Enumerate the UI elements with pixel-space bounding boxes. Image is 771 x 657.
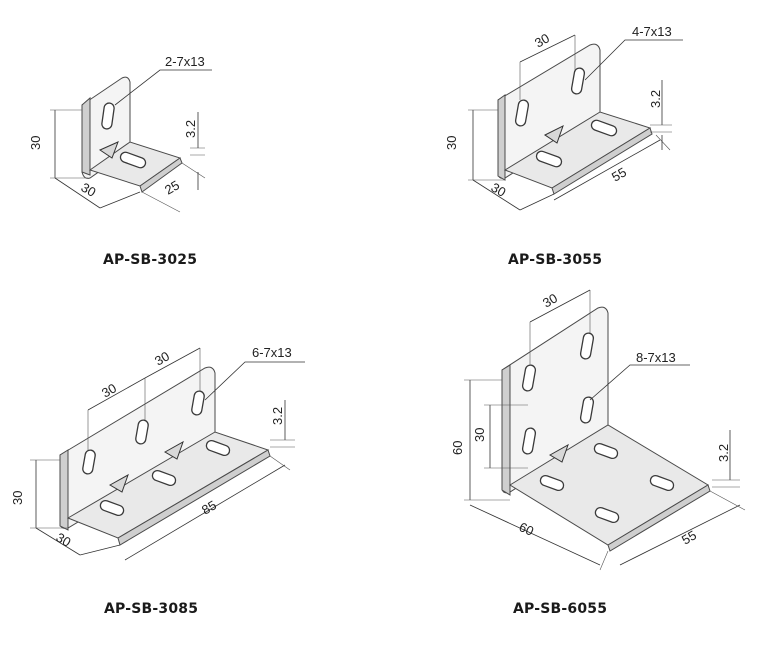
hole-callout: 4-7x13 <box>632 24 672 39</box>
rib-icon <box>163 440 184 460</box>
hole-callout: 6-7x13 <box>252 345 292 360</box>
bracket-drawing-ap-sb-3025: 30 30 25 3.2 2-7x13 <box>28 54 212 213</box>
part-number-caption: AP-SB-3055 <box>508 252 603 268</box>
hole-callout: 8-7x13 <box>636 350 676 365</box>
slot-hole-icon <box>535 150 563 168</box>
slot-hole-icon <box>101 102 115 130</box>
thickness-label: 3.2 <box>716 444 731 462</box>
hole-callout: 2-7x13 <box>165 54 205 69</box>
hole-pitch-horizontal-label: 30 <box>540 290 560 310</box>
thickness-label: 3.2 <box>648 90 663 108</box>
slot-hole-icon <box>590 119 618 137</box>
width-label: 60 <box>517 519 536 539</box>
slot-hole-icon <box>521 427 537 455</box>
slot-hole-icon <box>579 332 595 360</box>
slot-hole-icon <box>82 449 96 475</box>
depth-label: 25 <box>162 177 182 197</box>
slot-hole-icon <box>135 419 149 445</box>
width-label: 30 <box>79 180 99 200</box>
slot-hole-icon <box>594 506 620 524</box>
slot-hole-icon <box>514 99 530 127</box>
depth-label: 85 <box>199 497 219 517</box>
bracket-drawing-ap-sb-3085: 30 30 85 3.2 30 30 6-7x13 <box>10 345 305 561</box>
slot-hole-icon <box>593 442 619 460</box>
thickness-label: 3.2 <box>270 407 285 425</box>
height-label: 30 <box>28 136 43 150</box>
hole-pitch-label: 30 <box>532 30 552 50</box>
part-number-caption: AP-SB-6055 <box>513 601 608 617</box>
thickness-label: 3.2 <box>183 120 198 138</box>
part-number-caption: AP-SB-3025 <box>103 252 198 268</box>
rib-icon <box>108 473 129 493</box>
width-label: 30 <box>489 180 509 200</box>
width-label: 30 <box>54 530 74 550</box>
height-label: 60 <box>450 441 465 455</box>
slot-hole-icon <box>570 67 586 95</box>
height-label: 30 <box>444 136 459 150</box>
height-label: 30 <box>10 491 25 505</box>
slot-hole-icon <box>205 439 231 457</box>
bracket-drawing-ap-sb-3055: 30 30 55 3.2 30 4-7x13 <box>444 24 683 211</box>
hole-pitch-label: 30 <box>99 380 119 400</box>
slot-hole-icon <box>539 474 565 492</box>
slot-hole-icon <box>99 499 125 517</box>
slot-hole-icon <box>119 151 147 169</box>
slot-hole-icon <box>151 469 177 487</box>
slot-hole-icon <box>579 396 595 424</box>
hole-pitch-label: 30 <box>152 348 172 368</box>
depth-label: 55 <box>679 527 699 547</box>
rib-icon <box>544 124 564 144</box>
bracket-drawing-ap-sb-6055: 60 30 60 55 3.2 30 8-7x13 <box>450 289 746 571</box>
depth-label: 55 <box>609 164 629 184</box>
hole-pitch-vertical-label: 30 <box>472 428 487 442</box>
rib-icon <box>548 443 569 463</box>
slot-hole-icon <box>521 364 537 392</box>
rib-icon <box>98 141 119 159</box>
part-number-caption: AP-SB-3085 <box>104 601 199 617</box>
slot-hole-icon <box>649 474 675 492</box>
